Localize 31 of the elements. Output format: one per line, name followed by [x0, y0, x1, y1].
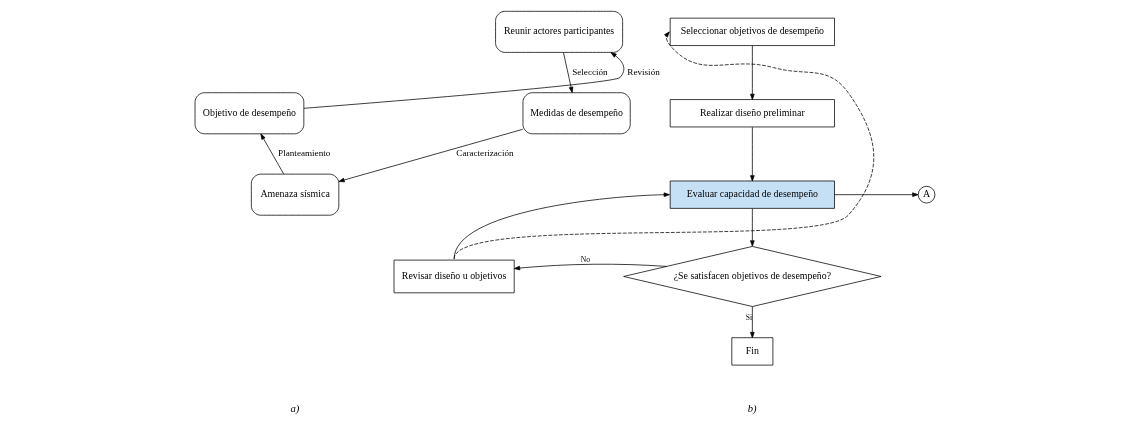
- node-box: Amenaza sísmica: [250, 173, 340, 216]
- arrow: [260, 133, 285, 175]
- arrow: [563, 52, 574, 93]
- arrow: [303, 52, 625, 109]
- edge-label: Revisión: [627, 66, 660, 77]
- edge-label: Si: [745, 312, 753, 322]
- node-box: Evaluar capacidad de desempeño: [669, 180, 835, 209]
- node-box: Revisar diseño u objetivos: [393, 259, 515, 294]
- node-box: Fin: [731, 337, 774, 366]
- label: a): [290, 403, 300, 415]
- label: b): [747, 403, 757, 415]
- arrow: [338, 128, 524, 183]
- node-box: Reunir actores participantes: [495, 10, 623, 53]
- arrow: [453, 192, 670, 260]
- edge-label: Selección: [572, 66, 608, 77]
- arrow: [453, 31, 875, 260]
- node-diamond: ¿Se satisfacen objetivos de desempeño?: [623, 246, 882, 307]
- arrow: [750, 306, 755, 339]
- arrow: [834, 192, 919, 197]
- node-box: Seleccionar objetivos de desempeño: [669, 17, 835, 46]
- arrow: [750, 45, 755, 100]
- edge-label: No: [580, 255, 591, 265]
- node-box: Medidas de desempeño: [522, 92, 631, 135]
- arrow: [750, 208, 755, 247]
- node-circle: A: [917, 185, 936, 204]
- edge-label: Planteamiento: [278, 148, 331, 159]
- node-box: Objetivo de desempeño: [194, 92, 305, 135]
- edge-label: Caracterización: [456, 148, 514, 159]
- node-box: Realizar diseño preliminar: [669, 99, 835, 128]
- arrow: [514, 263, 667, 271]
- arrow: [750, 126, 755, 182]
